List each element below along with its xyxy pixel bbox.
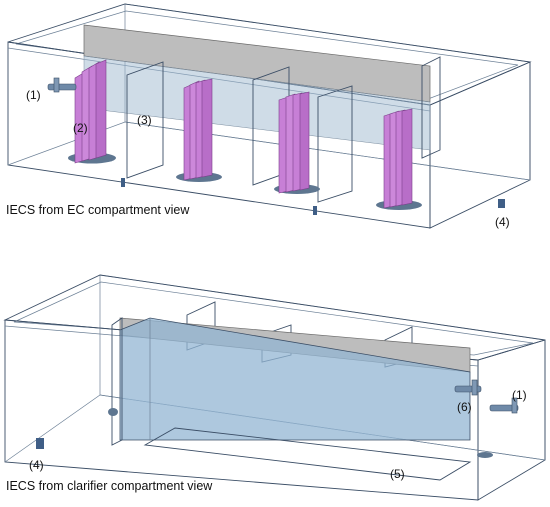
top-label-divider: (3) [137, 113, 152, 127]
bottom-floor-disc [477, 452, 493, 458]
bottom-outlet-flange [471, 379, 478, 396]
top-port-floor-1 [121, 178, 125, 187]
bottom-caption: IECS from clarifier compartment view [6, 479, 213, 493]
top-divider-4 [421, 56, 441, 159]
top-tank-right-face [429, 61, 531, 229]
top-label-electrodes: (2) [73, 121, 88, 135]
top-label-inlet: (1) [26, 88, 41, 102]
top-electrode-plate-1d [95, 59, 107, 159]
bottom-drain-port [36, 438, 44, 449]
bottom-ports [36, 379, 519, 458]
bottom-side-disc [108, 408, 118, 416]
top-electrode-plate-4d [401, 108, 413, 206]
top-port-floor-2 [313, 206, 317, 215]
top-inlet-flange [53, 77, 60, 93]
top-divider-1 [126, 61, 164, 179]
bottom-inlet-pipe [489, 404, 519, 412]
top-divider-3 [317, 85, 353, 203]
bottom-clarifier-plate-edge [111, 317, 123, 446]
bottom-sludge-tray [143, 427, 472, 481]
bottom-tank-right-face [477, 339, 546, 501]
top-label-outlet: (4) [495, 215, 510, 229]
top-outlet-port [498, 199, 505, 208]
bottom-label-drain: (4) [29, 458, 44, 472]
bottom-label-sludge: (5) [390, 467, 405, 481]
bottom-inlet-flange [511, 397, 518, 414]
bottom-label-outlet-pipe: (6) [457, 400, 472, 414]
bottom-label-inlet: (1) [512, 388, 527, 402]
top-ports [47, 77, 505, 215]
top-electrode-stacks [68, 59, 422, 210]
top-caption: IECS from EC compartment view [6, 203, 190, 217]
top-inlet-pipe [47, 83, 77, 91]
top-electrode-plate-3d [299, 91, 310, 191]
top-electrode-plate-2d [201, 78, 213, 178]
